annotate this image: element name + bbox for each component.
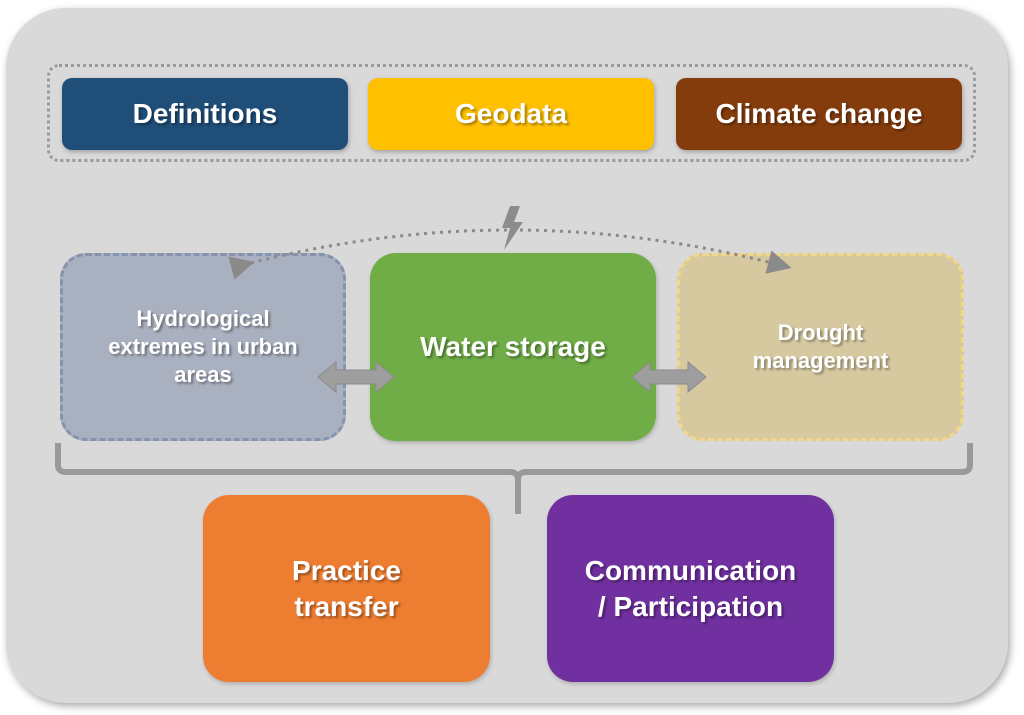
hydrological-extremes-box: Hydrological extremes in urban areas: [60, 253, 346, 441]
drought-management-box: Drought management: [677, 253, 964, 441]
practice-transfer-box: Practice transfer: [203, 495, 490, 682]
definitions-box: Definitions: [62, 78, 348, 150]
definitions-label: Definitions: [132, 98, 278, 130]
climate-change-label: Climate change: [715, 98, 923, 130]
top-group-frame: [47, 64, 976, 162]
communication-participation-box: Communication / Participation: [547, 495, 834, 682]
water-storage-box: Water storage: [370, 253, 656, 441]
hydro-label-line1: Hydrological: [136, 305, 270, 331]
hydro-label-line2: extremes in urban: [108, 333, 298, 359]
communication-label-line1: Communication: [584, 554, 797, 586]
drought-label-line1: Drought: [777, 319, 864, 345]
geodata-box: Geodata: [368, 78, 654, 150]
practice-label-line1: Practice: [292, 554, 401, 586]
practice-label-line2: transfer: [294, 590, 399, 622]
communication-label-line2: / Participation: [597, 590, 784, 622]
drought-label-line2: management: [752, 348, 889, 373]
water-storage-label: Water storage: [420, 331, 606, 363]
geodata-label: Geodata: [454, 98, 568, 130]
climate-change-box: Climate change: [676, 78, 962, 150]
hydro-label-line3: areas: [174, 362, 232, 388]
